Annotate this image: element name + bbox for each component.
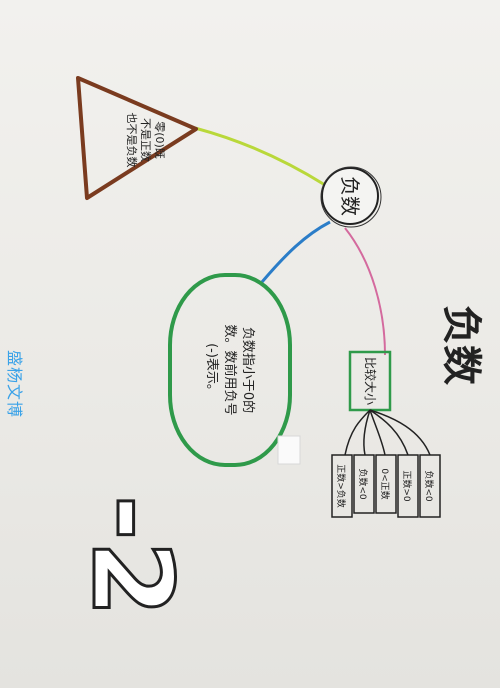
comparison-leaf-5-box	[331, 454, 353, 518]
definition-node	[168, 273, 292, 467]
connector-definition	[260, 220, 331, 283]
page-title: 负数	[438, 305, 484, 385]
center-node-label: 负数	[338, 176, 362, 216]
comparison-leaf-1: 负数<0	[423, 470, 435, 502]
example-number: -2	[68, 495, 196, 617]
connector-triangle	[194, 126, 326, 187]
comparison-leaf-4: 负数<0	[357, 468, 369, 500]
comparison-leaf-3: 0<正数	[379, 468, 391, 499]
triangle-node	[76, 76, 198, 200]
comparison-leaf-2: 正数>0	[401, 470, 413, 502]
comparison-leaf-3-box	[375, 454, 397, 514]
triangle-line-3: 也不是负数	[125, 113, 139, 168]
comparison-leaf-4-box	[353, 454, 375, 514]
triangle-line-1: 零(0)既	[153, 121, 166, 159]
definition-line-1: 负数指小于0的	[240, 327, 256, 413]
comparison-label: 比较大小	[363, 357, 378, 405]
comparison-leaf-2-box	[397, 454, 419, 518]
definition-line-3: (-)表示。	[204, 343, 219, 397]
definition-text: 负数指小于0的 数。数前用负号 (-)表示。	[204, 324, 256, 415]
comparison-leaf-1-box	[419, 454, 441, 518]
comparison-leaf-5: 正数>负数	[335, 464, 347, 508]
author-name: 盛杨文博	[5, 350, 24, 419]
triangle-text: 零(0)既 不是正数 也不是负数	[125, 113, 166, 168]
tape-mark	[277, 435, 301, 465]
connector-comparison	[344, 227, 386, 356]
center-node-outline	[320, 166, 382, 228]
triangle-line-2: 不是正数	[139, 118, 152, 162]
comparison-branches	[344, 409, 431, 456]
center-node	[321, 167, 379, 225]
definition-line-2: 数。数前用负号	[222, 324, 238, 415]
